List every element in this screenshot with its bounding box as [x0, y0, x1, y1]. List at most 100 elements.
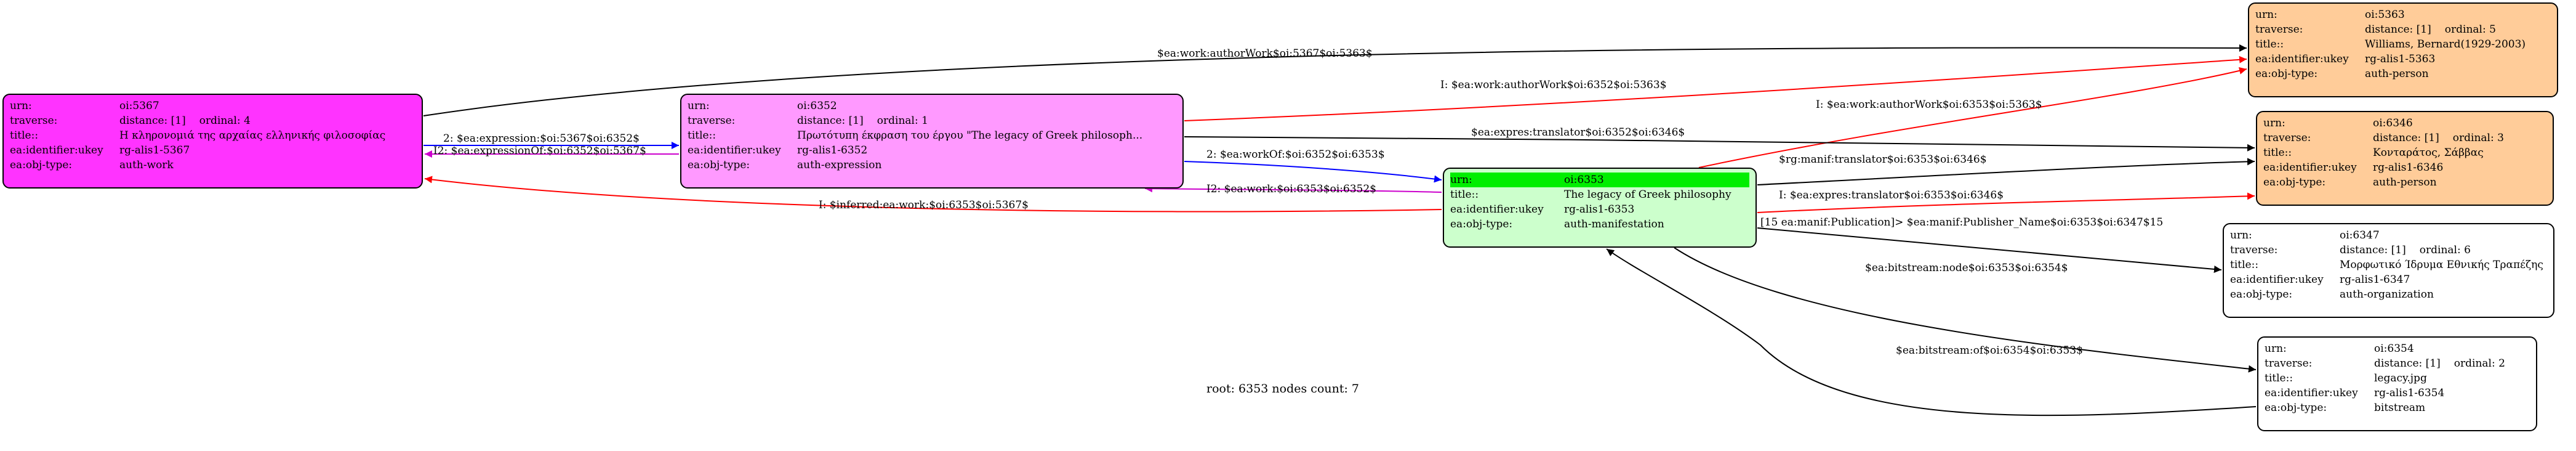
- edge-inferred-work-6353-5367: [424, 176, 1442, 213]
- ordinal-value: ordinal: 5: [2444, 23, 2496, 36]
- title-key: title::: [2255, 38, 2284, 51]
- distance-value: distance: [1]: [2340, 244, 2406, 256]
- urn-key: urn:: [2263, 117, 2285, 129]
- edge-workof-6352-6353: [1184, 161, 1442, 183]
- urn-value: oi:5367: [119, 100, 159, 112]
- objtype-value: auth-organization: [2340, 288, 2434, 301]
- title-value: Κονταράτος, Σάββας: [2373, 147, 2484, 159]
- title-value: legacy.jpg: [2374, 372, 2427, 384]
- edge-bitstream-of-6354-6353: [1606, 248, 2257, 416]
- objtype-key: ea:obj-type:: [2255, 68, 2318, 80]
- title-key: title::: [10, 129, 39, 142]
- distance-value: distance: [1]: [119, 115, 186, 127]
- identifier-value: rg-alis1-6353: [1564, 203, 1635, 216]
- identifier-key: ea:identifier:ukey: [2230, 274, 2324, 286]
- identifier-key: ea:identifier:ukey: [10, 144, 103, 156]
- objtype-value: auth-work: [119, 159, 174, 171]
- traverse-values: distance: [1]ordinal: 1: [797, 113, 1176, 128]
- identifier-key: ea:identifier:ukey: [2255, 53, 2349, 65]
- urn-value: oi:6346: [2373, 117, 2413, 129]
- traverse-values: distance: [1] ordinal: 5: [2365, 22, 2551, 37]
- objtype-value: auth-person: [2373, 176, 2437, 189]
- node-oi-5363[interactable]: urn: oi:5363 traverse: distance: [1] ordina…: [2248, 2, 2558, 97]
- title-value: Williams, Bernard(1929-2003): [2365, 38, 2526, 51]
- edge-authorwork-5367-5363: [423, 44, 2247, 116]
- node-oi-6346[interactable]: urn: oi:6346 traverse: distance: [1]ordina…: [2256, 111, 2554, 206]
- graph-footer: root: 6353 nodes count: 7: [1206, 382, 1360, 396]
- root-highlight-row: urn: oi:6353: [1450, 173, 1749, 187]
- edge-label: 2: $ea:expression:$oi:5367$oi:6352$: [443, 132, 640, 145]
- urn-key: urn:: [10, 100, 32, 112]
- traverse-values: distance: [1]ordinal: 3: [2373, 131, 2546, 145]
- edge-label: I: $inferred:ea:work:$oi:6353$oi:5367$: [819, 199, 1029, 211]
- edge-authorwork-6352-5363: [1184, 55, 2247, 121]
- distance-value: distance: [1]: [797, 115, 864, 127]
- title-value: Μορφωτικό Ίδρυμα Εθνικής Τραπέζης: [2340, 259, 2543, 271]
- identifier-key: ea:identifier:ukey: [2265, 387, 2358, 399]
- traverse-key: traverse:: [2263, 132, 2311, 144]
- title-value: Πρωτότυπη έκφραση του έργου "The legacy …: [797, 129, 1143, 142]
- node-oi-6352[interactable]: urn:oi:6352 traverse:distance: [1]ordina…: [680, 94, 1184, 189]
- urn-key: urn:: [2265, 343, 2287, 355]
- edge-label: I2: $ea:work:$oi:6353$oi:6352$: [1206, 183, 1376, 195]
- distance-value: distance: [1]: [2365, 23, 2431, 36]
- ordinal-value: ordinal: 6: [2419, 244, 2471, 256]
- urn-key: urn:: [688, 100, 710, 112]
- edge-label: $ea:work:authorWork$oi:5367$oi:5363$: [1157, 47, 1373, 60]
- edge-label: $ea:bitstream:of$oi:6354$oi:6353$: [1896, 344, 2083, 357]
- node-oi-6353-root[interactable]: urn: oi:6353 title::The legacy of Greek p…: [1443, 168, 1757, 248]
- distance-value: distance: [1]: [2373, 132, 2439, 144]
- title-key: title::: [2263, 147, 2292, 159]
- edge-bitstream-node-6353-6354: [1674, 247, 2257, 373]
- urn-value: oi:6353: [1564, 174, 1604, 186]
- objtype-key: ea:obj-type:: [2263, 176, 2326, 189]
- urn-value: oi:6347: [2340, 229, 2380, 242]
- edge-work-6353-6352: [1144, 185, 1442, 193]
- title-key: title::: [2265, 372, 2293, 384]
- title-key: title::: [688, 129, 716, 142]
- identifier-value: rg-alis1-5367: [119, 144, 190, 156]
- identifier-key: ea:identifier:ukey: [2263, 161, 2357, 174]
- distance-value: distance: [1]: [2374, 357, 2441, 370]
- identifier-key: ea:identifier:ukey: [1450, 203, 1544, 216]
- urn-value: oi:6354: [2374, 343, 2414, 355]
- edge-label: [15 ea:manif:Publication]> $ea:manif:Pub…: [1760, 216, 2163, 229]
- identifier-value: rg-alis1-6347: [2340, 274, 2410, 286]
- edge-translator-6352-6346: [1184, 136, 2255, 152]
- identifier-key: ea:identifier:ukey: [688, 144, 781, 156]
- urn-value: oi:5363: [2365, 9, 2405, 21]
- edge-label: 2: $ea:workOf:$oi:6352$oi:6353$: [1206, 148, 1385, 161]
- edge-manif-translator-6353-6346: [1757, 158, 2255, 185]
- edge-label: $rg:manif:translator$oi:6353$oi:6346$: [1779, 153, 1987, 166]
- objtype-value: auth-manifestation: [1564, 218, 1664, 230]
- traverse-values: distance: [1] ordinal: 6: [2340, 243, 2547, 258]
- traverse-key: traverse:: [2230, 244, 2278, 256]
- edge-label: $ea:expres:translator$oi:6352$oi:6346$: [1471, 126, 1685, 139]
- traverse-key: traverse:: [2255, 23, 2303, 36]
- edge-expres-translator-6353-6346: [1757, 192, 2255, 213]
- urn-key: urn:: [2230, 229, 2252, 242]
- traverse-key: traverse:: [10, 115, 58, 127]
- node-oi-6347[interactable]: urn: oi:6347 traverse: distance: [1] ordina…: [2223, 223, 2554, 318]
- identifier-value: rg-alis1-6346: [2373, 161, 2444, 174]
- identifier-value: rg-alis1-6354: [2374, 387, 2445, 399]
- node-oi-5367[interactable]: urn: oi:5367 traverse: distance: [1]ordina…: [2, 94, 423, 189]
- objtype-key: ea:obj-type:: [10, 159, 73, 171]
- traverse-values: distance: [1]ordinal: 4: [119, 113, 415, 128]
- urn-key: urn:: [2255, 9, 2277, 21]
- title-value: The legacy of Greek philosophy: [1564, 189, 1731, 201]
- title-key: title::: [1450, 189, 1479, 201]
- objtype-value: bitstream: [2374, 402, 2426, 414]
- objtype-value: auth-expression: [797, 159, 882, 171]
- edge-label: I: $ea:expres:translator$oi:6353$oi:6346…: [1779, 189, 2004, 201]
- urn-key: urn:: [1450, 174, 1472, 186]
- traverse-key: traverse:: [2265, 357, 2313, 370]
- edge-publisher-6353-6347: [1757, 227, 2222, 273]
- traverse-values: distance: [1]ordinal: 2: [2374, 356, 2530, 371]
- identifier-value: rg-alis1-6352: [797, 144, 868, 156]
- objtype-key: ea:obj-type:: [2230, 288, 2293, 301]
- identifier-value: rg-alis1-5363: [2365, 53, 2436, 65]
- node-oi-6354[interactable]: urn: oi:6354 traverse: distance: [1]ordina…: [2257, 336, 2537, 431]
- urn-value: oi:6352: [797, 100, 837, 112]
